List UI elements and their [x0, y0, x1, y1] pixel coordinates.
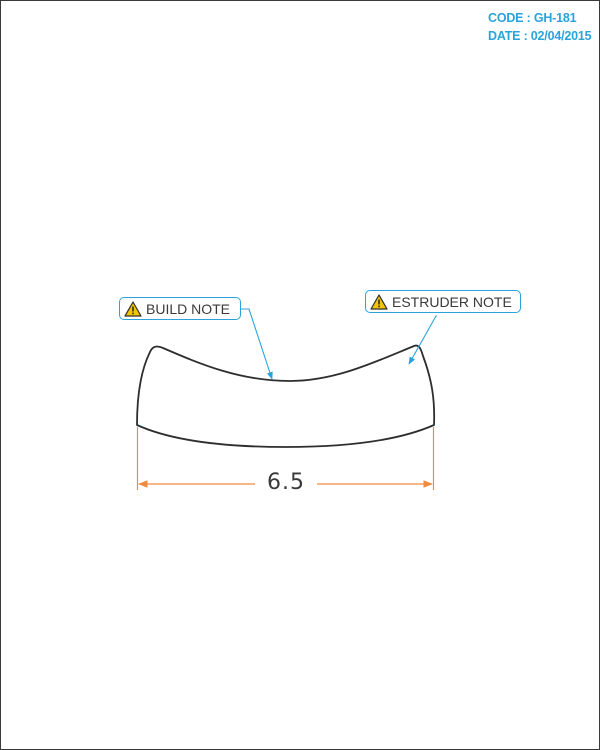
warning-icon — [370, 293, 388, 310]
drawing-code: CODE : GH-181 — [488, 11, 577, 25]
build-note-label: BUILD NOTE — [146, 300, 231, 317]
build-note-leader — [241, 308, 273, 380]
estruder-note-leader — [408, 315, 437, 365]
width-dimension-value: 6.5 — [255, 469, 317, 497]
estruder-note-label: ESTRUDER NOTE — [392, 293, 512, 310]
title-block: CODE : GH-181 DATE : 02/04/2015 — [488, 9, 592, 45]
warning-icon — [124, 300, 142, 317]
drawing-date: DATE : 02/04/2015 — [488, 29, 592, 43]
part-outline — [136, 344, 436, 448]
estruder-note[interactable]: ESTRUDER NOTE — [365, 290, 521, 313]
build-note[interactable]: BUILD NOTE — [119, 297, 241, 320]
